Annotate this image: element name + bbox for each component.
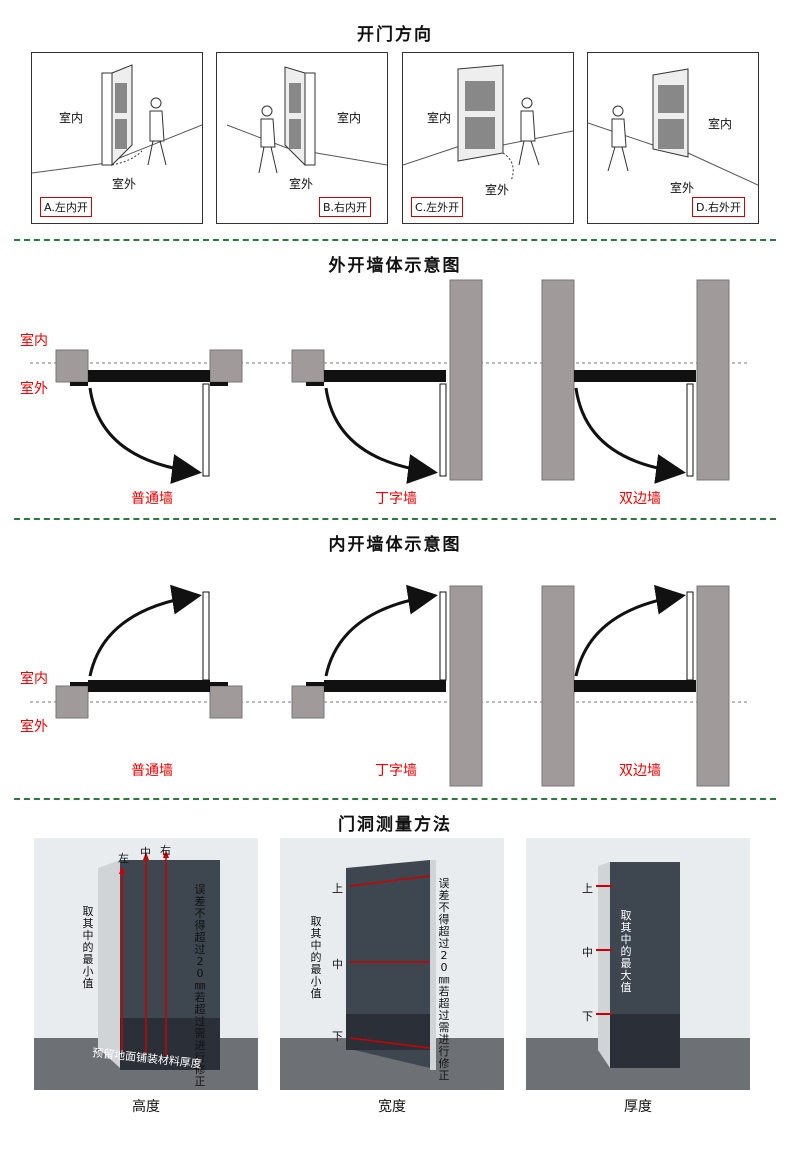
- outdoor-label: 室外: [485, 183, 510, 197]
- width-measure-photo: 上 中 下 取其中的最小值 误差不得超过20㎜若超过需进行修正: [280, 838, 504, 1090]
- tolerance-note: 误差不得超过20㎜若超过需进行修正: [194, 883, 206, 1088]
- width-caption: 宽度: [378, 1099, 406, 1115]
- outdoor-label: 室外: [112, 177, 137, 191]
- left-inward-door-illustration: [32, 64, 202, 174]
- indoor-label: 室内: [59, 111, 84, 125]
- min-value-note: 取其中的最小值: [310, 915, 322, 1000]
- panel-a: 室内 室外 A.左内开: [31, 52, 203, 224]
- common-wall-caption: 普通墙: [131, 763, 173, 779]
- section-divider: [14, 518, 776, 520]
- indoor-label: 室内: [708, 117, 733, 131]
- mark-right: 右: [160, 844, 171, 857]
- mark-bottom: 下: [582, 1010, 593, 1023]
- panel-c: 室内 室外 C.左外开: [402, 52, 574, 224]
- panel-d: 室内 室外 D.右外开: [587, 52, 759, 224]
- min-value-note: 取其中的最小值: [82, 905, 94, 990]
- left-outward-door-illustration: [403, 64, 573, 182]
- height-measure-photo: 左 中 右 取其中的最小值 误差不得超过20㎜若超过需进行修正 预留地面铺装材料…: [34, 838, 258, 1090]
- outdoor-label: 室外: [289, 177, 314, 191]
- double-wall-caption: 双边墙: [619, 763, 661, 779]
- right-outward-door-illustration: [588, 68, 758, 186]
- mark-top: 上: [332, 882, 343, 895]
- section-divider: [14, 798, 776, 800]
- depth-caption: 厚度: [624, 1099, 652, 1115]
- section4-title: 门洞测量方法: [338, 815, 452, 835]
- double-wall-caption: 双边墙: [619, 491, 661, 507]
- height-caption: 高度: [132, 1099, 160, 1115]
- right-inward-door-illustration: [226, 66, 387, 174]
- panel-caption: A.左内开: [40, 197, 92, 217]
- depth-measure-photo: 上 中 下 取其中的最大值: [526, 838, 750, 1090]
- panel-b: 室内 室外 B.右内开: [216, 52, 388, 224]
- t-wall-caption: 丁字墙: [375, 491, 417, 507]
- indoor-label: 室内: [337, 111, 362, 125]
- t-wall-caption: 丁字墙: [375, 763, 417, 779]
- mark-top: 上: [582, 882, 593, 895]
- indoor-label: 室内: [20, 671, 48, 687]
- section3-title: 内开墙体示意图: [328, 535, 462, 555]
- mark-middle: 中: [140, 846, 151, 859]
- outdoor-label: 室外: [20, 381, 48, 397]
- mark-middle: 中: [582, 946, 593, 959]
- tolerance-note: 误差不得超过20㎜若超过需进行修正: [438, 877, 450, 1082]
- panel-caption: B.右内开: [319, 197, 372, 217]
- section-divider: [14, 239, 776, 241]
- outdoor-label: 室外: [20, 719, 48, 735]
- max-value-note: 取其中的最大值: [620, 909, 632, 994]
- panel-caption: C.左外开: [411, 197, 464, 217]
- section1-title: 开门方向: [357, 25, 433, 45]
- mark-middle: 中: [332, 958, 343, 971]
- section2-title: 外开墙体示意图: [328, 256, 462, 276]
- mark-left: 左: [118, 852, 129, 865]
- mark-bottom: 下: [332, 1030, 343, 1043]
- common-wall-caption: 普通墙: [131, 491, 173, 507]
- inward-wall-diagram: [30, 584, 750, 787]
- outward-wall-diagram: [30, 279, 750, 484]
- outdoor-label: 室外: [670, 181, 695, 195]
- indoor-label: 室内: [20, 333, 48, 349]
- panel-caption: D.右外开: [692, 197, 745, 217]
- indoor-label: 室内: [427, 111, 452, 125]
